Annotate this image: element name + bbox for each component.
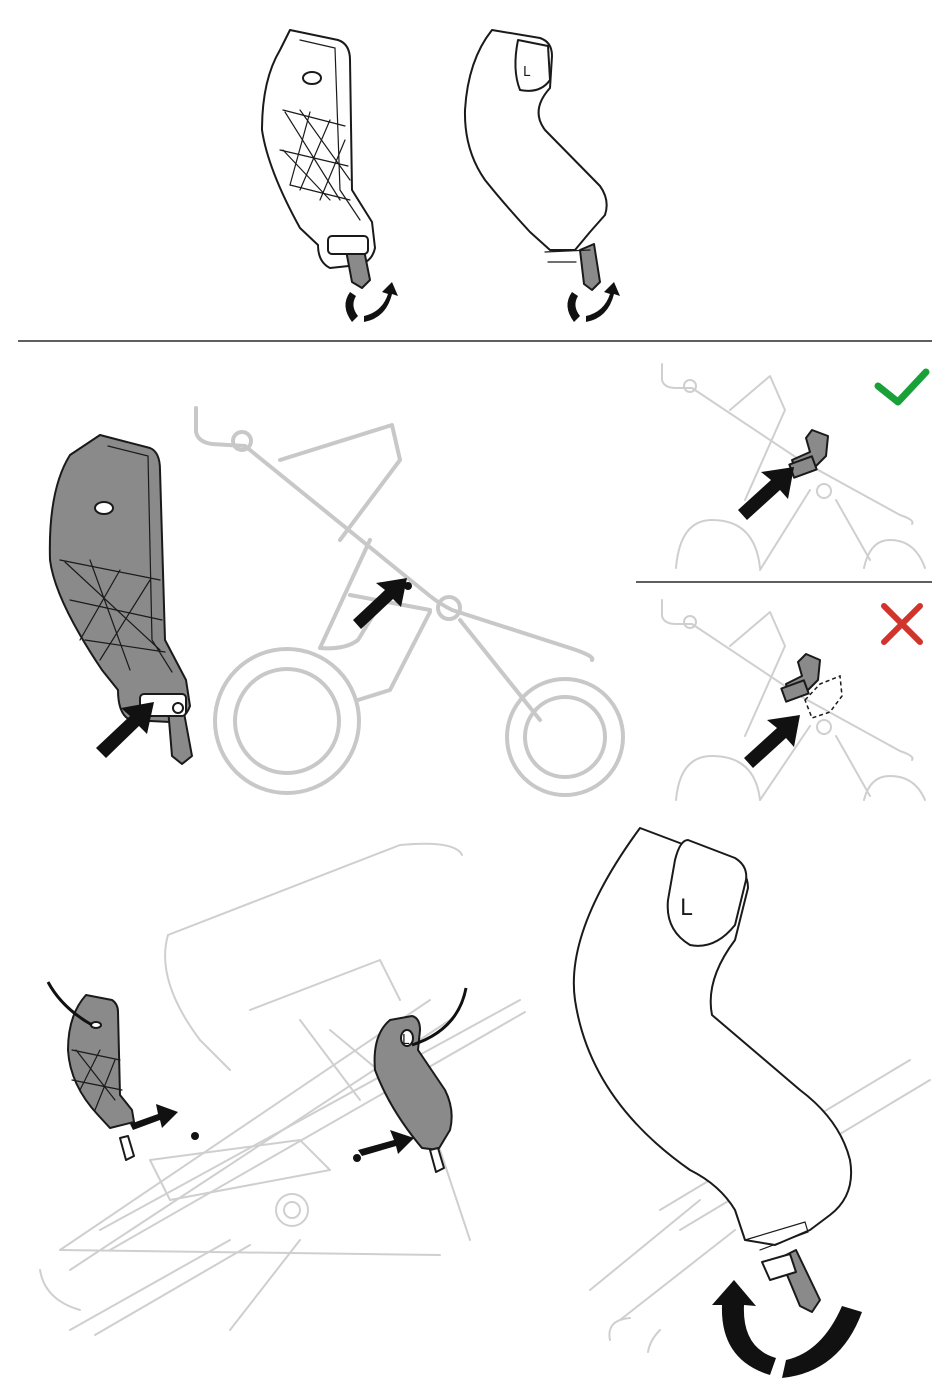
stroller-top-view: L bbox=[40, 844, 525, 1335]
adapter-closeup: L bbox=[574, 828, 930, 1378]
adapter-left-install bbox=[48, 982, 178, 1160]
attach-direction-arrow bbox=[96, 702, 154, 758]
stroller-side-view bbox=[50, 408, 623, 795]
side-marker-letter: L bbox=[680, 896, 693, 921]
side-marker-letter: L bbox=[523, 65, 531, 80]
adapter-back-view bbox=[262, 30, 398, 322]
insert-direction-arrow bbox=[353, 578, 407, 629]
adapter-front-view: L bbox=[465, 30, 620, 322]
side-marker-letter: L bbox=[402, 1033, 410, 1048]
correct-position-panel bbox=[662, 364, 926, 570]
cross-icon bbox=[884, 606, 920, 642]
adapter-highlighted bbox=[50, 435, 192, 764]
top-panel: L bbox=[262, 30, 620, 322]
incorrect-position-panel bbox=[662, 600, 925, 800]
checkmark-icon bbox=[878, 372, 926, 402]
